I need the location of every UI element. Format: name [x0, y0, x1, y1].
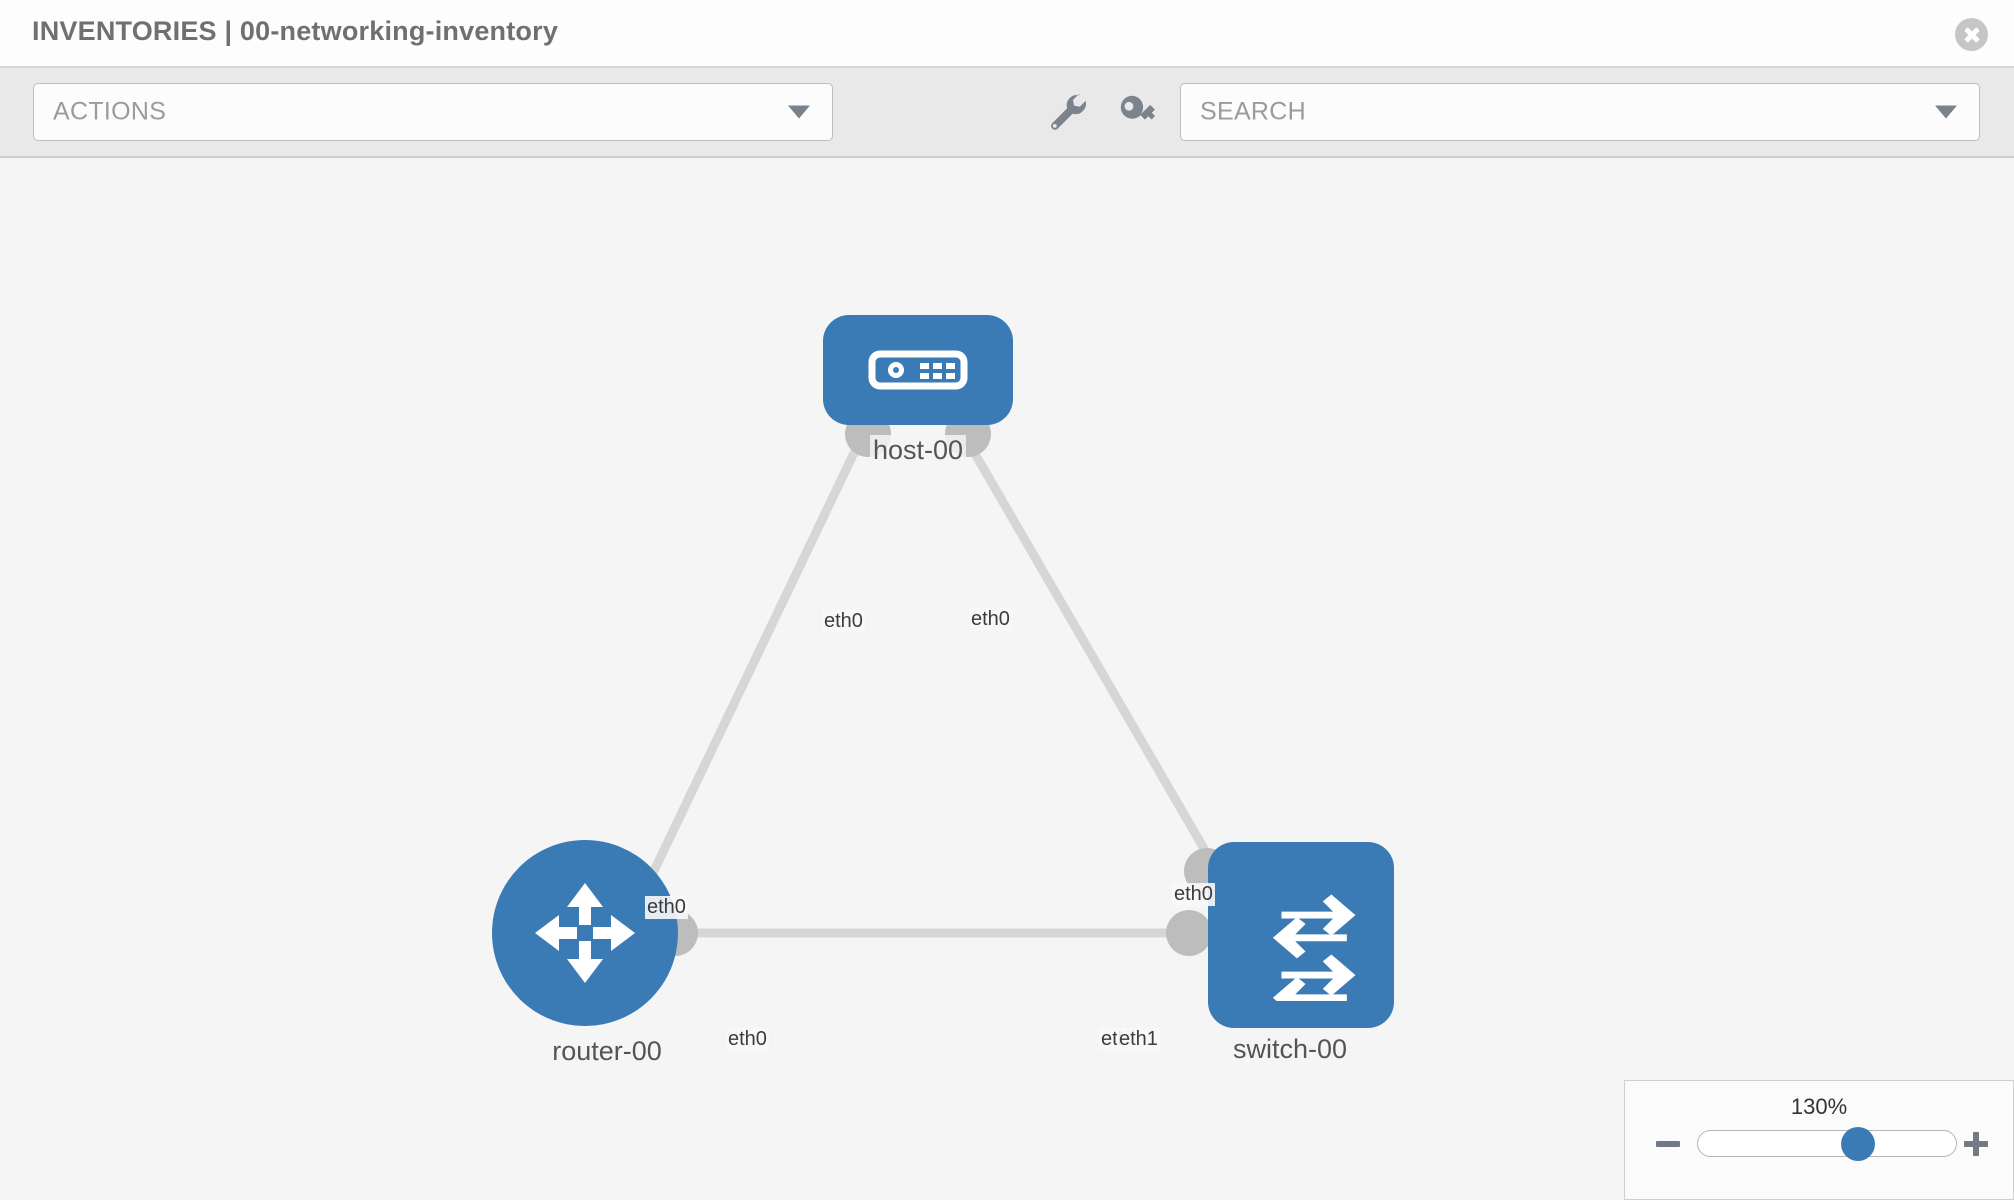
topology-graph: host-00 router-00	[0, 160, 2014, 1200]
key-icon[interactable]	[1115, 90, 1161, 134]
node-host-label: host-00	[869, 435, 967, 466]
switch-arrows-icon	[1272, 894, 1356, 1001]
zoom-in-button[interactable]	[1961, 1129, 1991, 1159]
edge-label-router-uplink: eth0	[645, 896, 688, 919]
link-host-switch[interactable]	[956, 425, 1232, 893]
chevron-down-icon[interactable]	[1935, 105, 1957, 119]
link-host-router[interactable]	[635, 426, 871, 902]
page-title: INVENTORIES | 00-networking-inventory	[32, 16, 559, 46]
edge-label-host-left: eth0	[822, 610, 865, 633]
router-arrows-icon	[535, 883, 635, 983]
actions-dropdown[interactable]: ACTIONS	[33, 83, 833, 141]
wrench-icon[interactable]	[1045, 90, 1091, 134]
zoom-out-button[interactable]	[1653, 1129, 1683, 1159]
node-switch-shape[interactable]	[1208, 842, 1394, 1028]
node-router-00[interactable]: router-00	[492, 840, 722, 1110]
topology-canvas[interactable]: host-00 router-00	[0, 160, 2014, 1200]
edge-label-switch-uplink: eth0	[1172, 883, 1215, 906]
page-header: INVENTORIES | 00-networking-inventory	[0, 0, 2014, 68]
edge-label-host-right: eth0	[969, 608, 1012, 631]
zoom-control-panel: 130%	[1624, 1080, 2014, 1200]
zoom-slider-track[interactable]	[1697, 1126, 1957, 1161]
actions-dropdown-label: ACTIONS	[53, 97, 167, 126]
search-input[interactable]: SEARCH	[1180, 83, 1980, 141]
close-icon[interactable]	[1955, 18, 1988, 51]
edge-label-router-eth0: eth0	[726, 1028, 769, 1051]
node-router-shape[interactable]	[492, 840, 678, 1026]
edge-label-switch-eth1: eth1	[1117, 1028, 1160, 1051]
port-switch-eth1[interactable]	[1166, 910, 1212, 956]
zoom-level-value: 130%	[1790, 1094, 1848, 1119]
node-router-label: router-00	[549, 1036, 665, 1067]
topology-links	[635, 425, 1232, 938]
toolbar: ACTIONS SEARCH	[0, 68, 2014, 158]
node-switch-label: switch-00	[1229, 1034, 1351, 1065]
zoom-slider-handle[interactable]	[1840, 1126, 1875, 1161]
node-host-00[interactable]: host-00	[823, 315, 1013, 495]
node-host-shape[interactable]	[823, 315, 1013, 425]
server-icon	[868, 350, 968, 390]
search-placeholder: SEARCH	[1200, 97, 1306, 126]
chevron-down-icon	[788, 105, 810, 119]
node-switch-00[interactable]: switch-00	[1166, 822, 1396, 1112]
